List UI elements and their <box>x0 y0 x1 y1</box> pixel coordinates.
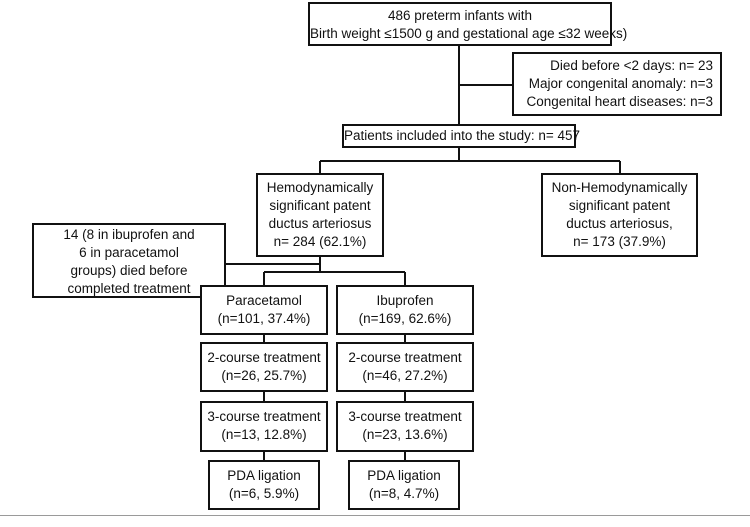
ibuprofen-ligation-label: PDA ligation <box>367 468 441 483</box>
died-line-1: 14 (8 in ibuprofen and <box>63 227 195 242</box>
paracetamol-label: Paracetamol <box>226 293 302 308</box>
ibuprofen-course3-box: 3-course treatment (n=23, 13.6%) <box>336 401 474 452</box>
paracetamol-course2-count: (n=26, 25.7%) <box>221 368 307 383</box>
paracetamol-course3-count: (n=13, 12.8%) <box>221 427 307 442</box>
died-line-3: groups) died before <box>70 263 188 278</box>
ibuprofen-course3-count: (n=23, 13.6%) <box>362 427 448 442</box>
ibuprofen-ligation-box: PDA ligation (n=8, 4.7%) <box>348 460 460 510</box>
exclusion-anomaly: Major congenital anomaly: n=3 <box>528 76 713 91</box>
bottom-divider <box>0 515 750 516</box>
died-line-2: 6 in paracetamol <box>79 245 179 260</box>
exclusions-box: Died before <2 days: n= 23 Major congeni… <box>512 52 722 116</box>
non-hs-pda-count: n= 173 (37.9%) <box>573 234 666 249</box>
hs-pda-line-1: Hemodynamically <box>266 180 374 195</box>
paracetamol-ligation-count: (n=6, 5.9%) <box>228 486 300 501</box>
paracetamol-course3-box: 3-course treatment (n=13, 12.8%) <box>200 401 328 452</box>
ibuprofen-course2-label: 2-course treatment <box>348 350 462 365</box>
hs-pda-box: Hemodynamically significant patent ductu… <box>256 173 384 257</box>
non-hs-pda-line-1: Non-Hemodynamically <box>551 180 688 195</box>
cohort-line-2: Birth weight ≤1500 g and gestational age… <box>310 26 628 41</box>
non-hs-pda-line-2: significant patent <box>568 198 671 213</box>
cohort-line-1: 486 preterm infants with <box>387 8 533 23</box>
non-hs-pda-line-3: ductus arteriosus, <box>566 216 673 231</box>
ibuprofen-count: (n=169, 62.6%) <box>358 311 452 326</box>
died-line-4: completed treatment <box>67 281 191 296</box>
paracetamol-course3-label: 3-course treatment <box>207 409 321 424</box>
ibuprofen-label: Ibuprofen <box>376 293 434 308</box>
hs-pda-line-3: ductus arteriosus <box>268 216 372 231</box>
ibuprofen-ligation-count: (n=8, 4.7%) <box>368 486 440 501</box>
ibuprofen-arm-box: Ibuprofen (n=169, 62.6%) <box>336 285 474 335</box>
paracetamol-course2-box: 2-course treatment (n=26, 25.7%) <box>200 342 328 392</box>
included-label: Patients included into the study: n= 457 <box>344 128 581 143</box>
died-before-treatment-box: 14 (8 in ibuprofen and 6 in paracetamol … <box>32 223 226 298</box>
ibuprofen-course2-box: 2-course treatment (n=46, 27.2%) <box>336 342 474 392</box>
ibuprofen-course2-count: (n=46, 27.2%) <box>362 368 448 383</box>
paracetamol-ligation-label: PDA ligation <box>227 468 301 483</box>
exclusion-heart-disease: Congenital heart diseases: n=3 <box>526 94 713 109</box>
paracetamol-arm-box: Paracetamol (n=101, 37.4%) <box>200 285 328 335</box>
cohort-box: 486 preterm infants with Birth weight ≤1… <box>308 2 628 46</box>
paracetamol-ligation-box: PDA ligation (n=6, 5.9%) <box>208 460 320 510</box>
non-hs-pda-box: Non-Hemodynamically significant patent d… <box>541 173 698 257</box>
paracetamol-count: (n=101, 37.4%) <box>217 311 311 326</box>
included-box: Patients included into the study: n= 457 <box>342 124 581 148</box>
exclusion-died: Died before <2 days: n= 23 <box>550 58 713 73</box>
paracetamol-course2-label: 2-course treatment <box>207 350 321 365</box>
hs-pda-count: n= 284 (62.1%) <box>273 234 367 249</box>
hs-pda-line-2: significant patent <box>269 198 371 213</box>
ibuprofen-course3-label: 3-course treatment <box>348 409 462 424</box>
